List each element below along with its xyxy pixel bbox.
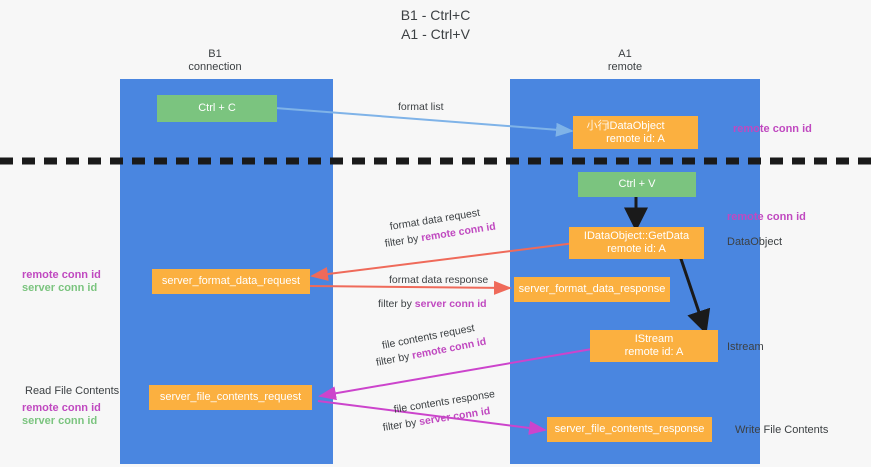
arrow-format-data-request — [310, 242, 576, 281]
lane-header-b1: B1 connection — [188, 48, 242, 73]
node-idataobject-name: IDataObject — [606, 119, 665, 132]
arrow-file-contents-response — [317, 400, 547, 435]
node-server-file-contents-response-label: server_file_contents_response — [554, 423, 705, 435]
node-server-file-contents-request-label: server_file_contents_request — [159, 391, 302, 403]
filter-prefix: filter by — [378, 298, 415, 310]
annotation-write-file-contents: Write File Contents — [735, 424, 829, 436]
node-server-format-data-response-label: server_format_data_response — [518, 283, 666, 295]
node-server-format-data-request[interactable]: server_format_data_request — [152, 269, 310, 294]
node-idataobject-overlap: 小行 — [586, 119, 609, 132]
edge-label-format-list: format list — [398, 101, 444, 113]
node-getdata[interactable]: IDataObject::GetData remote id: A — [569, 227, 704, 259]
annotation-left-server-conn-id: server conn id — [22, 282, 98, 294]
edge-label-format-data-response-filter: filter by server conn id — [378, 298, 487, 311]
annotation-remote-conn-id-top: remote conn id — [733, 123, 812, 135]
node-server-file-contents-request[interactable]: server_file_contents_request — [149, 385, 312, 410]
annotation-left-remote-conn-id-2: remote conn id — [22, 402, 101, 414]
arrow-getdata-istream — [678, 255, 711, 335]
annotation-dataobject: DataObject — [727, 236, 783, 248]
node-getdata-remote-id: remote id: A — [607, 243, 666, 255]
node-getdata-name: IDataObject::GetData — [583, 230, 690, 242]
node-ctrl-v-label: Ctrl + V — [618, 178, 656, 190]
node-istream[interactable]: IStream remote id: A — [590, 330, 718, 362]
node-server-format-data-request-label: server_format_data_request — [161, 275, 301, 287]
node-ctrl-v[interactable]: Ctrl + V — [578, 172, 696, 197]
node-idataobject-remote-id: remote id: A — [606, 132, 665, 145]
annotation-left-server-conn-id-2: server conn id — [22, 415, 98, 427]
annotation-read-file-contents: Read File Contents — [25, 385, 120, 397]
annotation-remote-conn-id-mid: remote conn id — [727, 211, 806, 223]
node-ctrl-c[interactable]: Ctrl + C — [157, 95, 277, 122]
annotation-left-remote-conn-id: remote conn id — [22, 269, 101, 281]
node-ctrl-c-label: Ctrl + C — [198, 102, 236, 114]
node-server-format-data-response[interactable]: server_format_data_response — [514, 277, 670, 302]
node-istream-name: IStream — [634, 333, 674, 345]
lane-header-a1: A1 remote — [607, 48, 643, 73]
arrow-file-contents-request — [318, 348, 593, 401]
node-idataobject-label: 小行 IDataObject — [586, 119, 665, 133]
annotation-istream: Istream — [727, 341, 764, 353]
node-server-file-contents-response[interactable]: server_file_contents_response — [547, 417, 712, 442]
page-title: B1 - Ctrl+C A1 - Ctrl+V — [400, 7, 471, 42]
node-idataobject[interactable]: 小行 IDataObject remote id: A — [573, 116, 698, 149]
arrow-format-list — [274, 107, 574, 137]
node-istream-remote-id: remote id: A — [624, 346, 684, 358]
arrow-format-data-response — [309, 280, 512, 295]
filter-key-server-conn-id: server conn id — [414, 298, 487, 310]
edge-label-format-data-response: format data response — [389, 274, 489, 286]
